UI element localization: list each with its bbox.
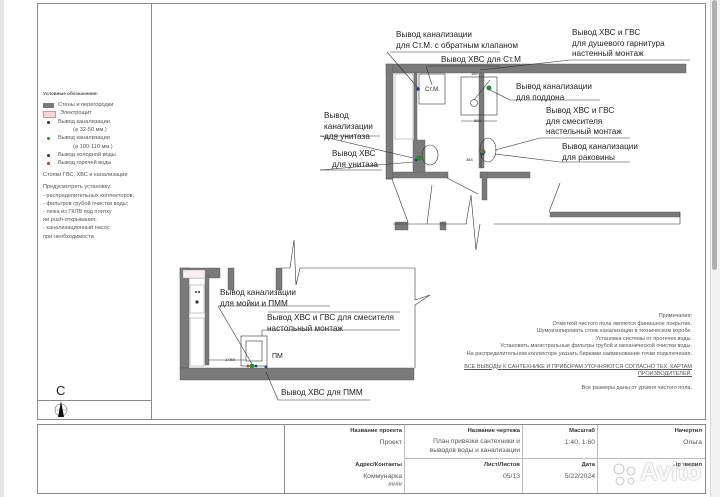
notes: Примечания: Отметкой чистого пола являет… [440,313,692,392]
address-value-2: #### [388,481,402,488]
date-value: 5/22/2024 [564,473,595,480]
legend-column [37,3,152,420]
title-block: Название проекта Проект Адрес/Контакты К… [37,424,706,494]
avito-watermark: Avito [640,458,702,486]
left-page-edge [0,0,4,497]
scale-label: Масштаб [569,428,595,434]
tb-divider [404,425,405,493]
note-line: Установка системы от протечек воды. [595,335,692,342]
label-dishwasher-cold: Вывод ХВС для ПММ [281,388,363,397]
dim-tray: 800 [474,118,481,123]
sheet-label: Лист/Листов [483,462,520,468]
legend-divider [37,400,152,401]
install-item: - канализационный насос [43,225,110,232]
dim-top: 150 [471,71,478,76]
cold-water-dot-icon [47,153,50,157]
legend-item-cold: Вывод холодной воды [43,151,153,159]
scale-value: 1:40, 1:60 [564,439,595,446]
note-line: Установить магистральные фильтры грубой … [500,343,692,350]
notes-warning: ВСЕ ВЫВОДЫ К САНТЕХНИКЕ И ПРИБОРАМ УТОЧН… [464,363,692,378]
drawing-value-2: выводов воды и канализации [429,447,520,454]
drawing-value-1: План привязки сантехники и [433,438,520,445]
label-wm-cold: Вывод ХВС для Ст.М [441,55,521,64]
legend-item-walls: Стены и перегородки [43,101,153,109]
sewer-large-dot-icon [47,137,50,141]
tb-divider [597,425,598,493]
dishwasher-tag: ПМ [272,353,283,360]
drawing-frame [37,3,706,420]
notes-title: Примечания: [658,313,692,319]
panel-swatch-icon [43,110,56,118]
washing-machine-tag: Ст.М. [425,87,440,93]
compass-letter: С [56,383,66,398]
legend-risers: Стояки ГВС, ХВС и канализации [43,172,128,179]
legend: Условные обозначения: Стены и перегородк… [43,90,153,241]
drawn-value: Ольга [683,439,702,446]
drawing-label: Название чертежа [467,428,520,434]
note-line: Отметкой чистого пола является финишное … [552,320,692,327]
drawn-label: Начертил [674,428,702,434]
legend-item-sewer-large: Вывод канализации(⌀ 100-110 мм.) [43,134,153,150]
legend-item-hot: Вывод горячей воды [43,159,153,167]
tb-divider [522,425,523,493]
install-item: при необходимости. [43,233,96,240]
tb-divider [284,425,285,493]
legend-item-sewer-small: Вывод канализации(⌀ 32-50 мм.) [43,118,153,134]
sewer-small-dot-icon [47,120,50,124]
install-item: - фильтров грубой очистки воды; [43,200,129,207]
legend-item-panel: Электрощит [43,109,153,118]
tb-row-divider [404,458,705,459]
note-line: На распределительном коллекторе указать … [466,350,692,357]
install-item: - люка из ГКЛВ под плитку [43,208,112,215]
legend-title: Условные обозначения: [43,91,99,96]
address-label: Адрес/Контакты [355,462,402,468]
legend-install-title: Предусмотреть установку: [43,184,112,191]
date-label: Дата [581,462,595,468]
dim-sink: 384 [466,157,473,162]
kitchen-dim: 1,050 [225,357,236,362]
scrollbar-thumb[interactable] [712,0,717,270]
notes-dims: Все размеры даны от уровня чистого пола. [581,384,692,391]
checked-label: Проверил [673,462,702,468]
sheet-value: 05/13 [502,473,520,480]
project-label: Название проекта [350,428,402,434]
project-value: Проект [379,439,402,446]
install-item: - распределительных коллекторов; [43,192,135,199]
hot-water-dot-icon [47,161,50,165]
install-item: ии push-открывания; [43,217,97,224]
note-line: Шумоизолировать стояк канализации в техн… [536,328,692,335]
wall-swatch-icon [43,102,54,108]
avito-logo-icon [613,463,636,486]
address-value: Коммунарка [363,473,402,480]
